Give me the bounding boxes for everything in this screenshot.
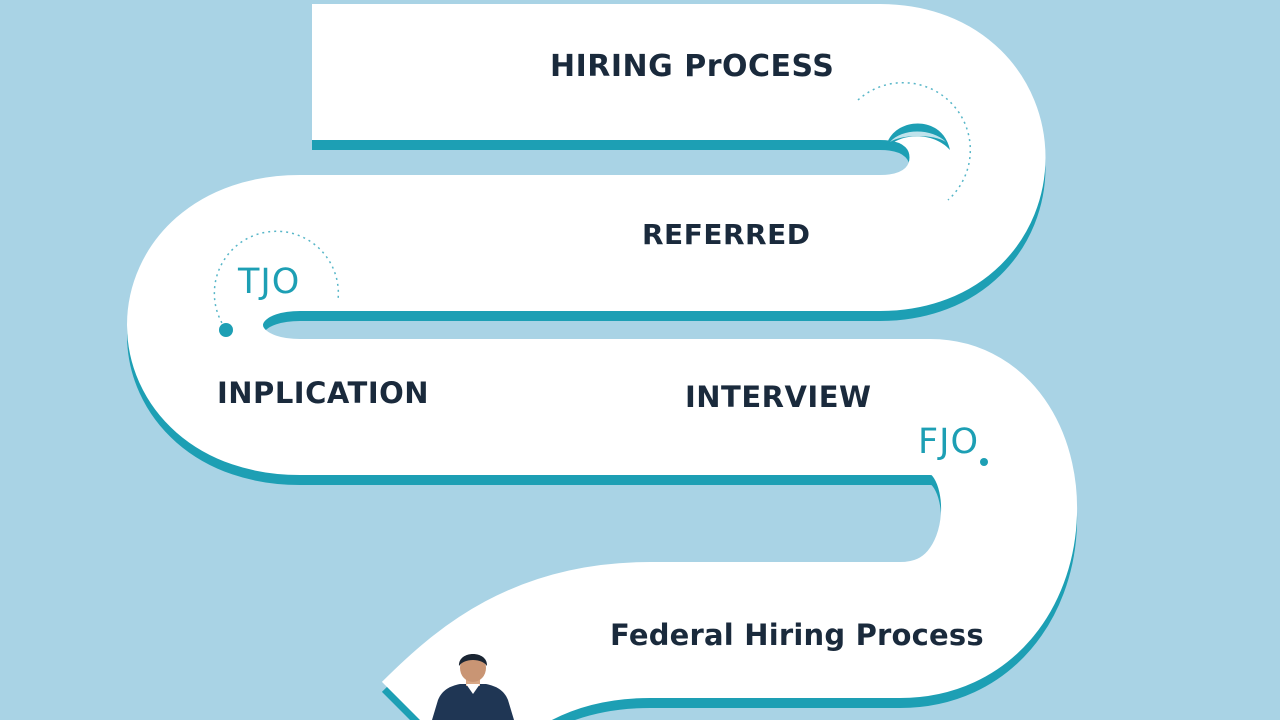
road-surface [127,4,1077,720]
person-head [460,654,486,682]
dot-marker [219,323,233,337]
person-hair [458,654,488,666]
tag-tjo: TJO [238,262,301,302]
dotted-arc-top [857,82,971,201]
person-body [432,684,514,720]
step-label-inplication: INPLICATION [217,376,430,410]
diagram-title: HIRING PrOCESS [550,49,835,84]
road-start [312,4,442,44]
step-label-referred: REFERRED [642,218,811,251]
person-figure [432,654,514,720]
crescent-icon [886,123,950,150]
person-collar [466,684,480,694]
fjo-dot [980,458,988,466]
footer-label: Federal Hiring Process [610,618,984,652]
crescent-highlight [890,131,946,142]
step-label-interview: INTERVIEW [685,380,872,414]
tag-fjo: FJO [918,422,980,462]
